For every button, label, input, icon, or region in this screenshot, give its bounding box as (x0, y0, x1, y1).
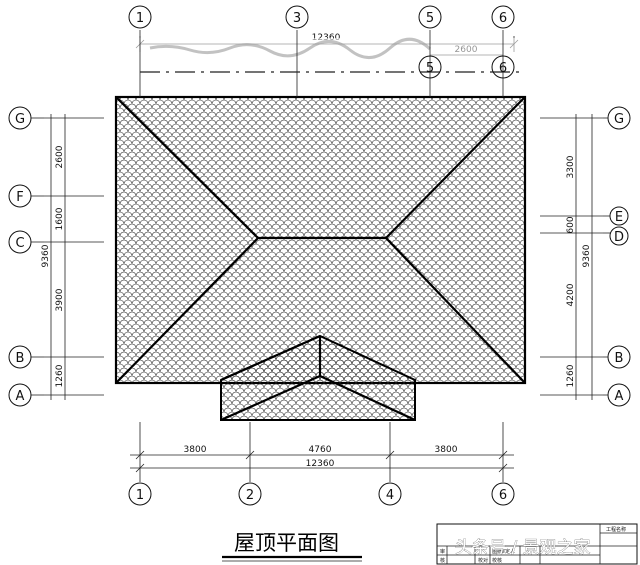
axis-bubble-top-6-secondary: 6 (491, 55, 515, 79)
watermark: 头条号 / 景观之家 (455, 538, 591, 558)
axis-bubble-bottom-6: 6 (491, 482, 515, 506)
title-block-cell: 审 (440, 548, 445, 555)
title-block-cell: 校对 (478, 557, 488, 564)
bottom-dimension-segment-3: 3800 (435, 445, 458, 455)
svg-text:5: 5 (426, 11, 434, 26)
axis-bubbles-bottom: 1 2 4 6 (128, 482, 515, 506)
axis-bubble-right-b: B (607, 345, 631, 369)
axis-bubble-right-a: A (607, 383, 631, 407)
axis-bubbles-top: 1 3 5 6 5 6 (128, 5, 515, 79)
title-block-project-label: 工程名称 (606, 526, 626, 533)
axis-bubble-left-g: G (8, 106, 32, 130)
bottom-overall-dimension: 12360 (306, 459, 335, 469)
gable-valley-left (220, 374, 321, 422)
right-dimensions: 3300 600 4200 1260 9360 (540, 114, 603, 400)
svg-text:6: 6 (499, 11, 507, 26)
bottom-dimensions: 3800 4760 3800 12360 (130, 422, 514, 482)
svg-text:C: C (15, 236, 24, 251)
title-block-cell: 图纸 (492, 548, 502, 555)
axis-bubble-bottom-4: 4 (378, 482, 402, 506)
axis-bubble-left-f: F (8, 184, 32, 208)
svg-text:3: 3 (293, 11, 301, 26)
axis-bubble-top-1: 1 (128, 5, 152, 29)
svg-text:6: 6 (499, 61, 507, 76)
left-dimensions: 2600 1600 3900 1260 9360 (41, 114, 104, 400)
svg-text:4: 4 (386, 488, 394, 503)
svg-text:D: D (614, 230, 624, 245)
svg-text:E: E (615, 210, 623, 225)
axis-bubble-right-g: G (607, 106, 631, 130)
hip-line-ne (385, 96, 526, 239)
axis-bubbles-right: G E D B A (603, 106, 631, 407)
axis-bubble-top-5-secondary: 5 (418, 55, 442, 79)
hip-line-se (385, 237, 526, 384)
right-overall-dimension: 9360 (582, 244, 592, 267)
top-dimensions: 12360 2600 (130, 30, 530, 97)
left-dimension-segment-1: 2600 (55, 145, 65, 168)
title-block-cell: 校核 (492, 557, 502, 564)
title-block: 工程名称 审 核 图纸 审定人 校对 校核 (436, 523, 638, 565)
svg-text:5: 5 (426, 61, 434, 76)
svg-text:2: 2 (246, 488, 254, 503)
roof (114, 95, 527, 422)
left-dimension-segment-4: 1260 (55, 364, 65, 387)
right-dimension-segment-2: 600 (566, 216, 576, 233)
hip-line-nw (115, 96, 259, 239)
left-overall-dimension: 9360 (41, 244, 51, 267)
svg-text:G: G (614, 112, 624, 127)
right-dimension-segment-3: 4200 (566, 283, 576, 306)
drawing-title: 屋顶平面图 (222, 531, 362, 562)
title-block-cell: 核 (440, 557, 445, 564)
svg-text:G: G (15, 112, 25, 127)
svg-text:F: F (16, 190, 23, 205)
axis-bubbles-left: G F C B A (8, 106, 44, 407)
axis-bubble-left-b: B (8, 345, 32, 369)
left-dimension-segment-3: 3900 (55, 288, 65, 311)
bottom-dimension-segment-2: 4760 (309, 445, 332, 455)
bottom-dimension-segment-1: 3800 (184, 445, 207, 455)
right-dimension-segment-4: 1260 (566, 364, 576, 387)
axis-bubble-bottom-1: 1 (128, 482, 152, 506)
axis-bubble-left-a: A (8, 383, 32, 407)
left-dimension-segment-2: 1600 (55, 207, 65, 230)
svg-text:6: 6 (499, 488, 507, 503)
axis-bubble-bottom-2: 2 (238, 482, 262, 506)
axis-bubble-top-5: 5 (418, 5, 442, 29)
axis-bubble-top-3: 3 (285, 5, 309, 29)
axis-bubble-right-d: D (609, 226, 629, 246)
hip-line-sw (115, 237, 259, 384)
gable-eave-left (220, 334, 321, 382)
axis-bubble-right-e: E (609, 206, 629, 226)
drawing-title-text: 屋顶平面图 (234, 531, 339, 555)
axis-bubble-top-6: 6 (491, 5, 515, 29)
svg-text:A: A (615, 389, 624, 404)
svg-text:B: B (16, 351, 25, 366)
svg-text:B: B (615, 351, 624, 366)
svg-text:A: A (16, 389, 25, 404)
svg-text:1: 1 (136, 11, 144, 26)
gable-valley-right (319, 375, 416, 421)
right-dimension-segment-1: 3300 (566, 155, 576, 178)
axis-bubble-left-c: C (8, 230, 32, 254)
title-block-cell: 审定人 (500, 548, 515, 555)
svg-text:1: 1 (136, 488, 144, 503)
